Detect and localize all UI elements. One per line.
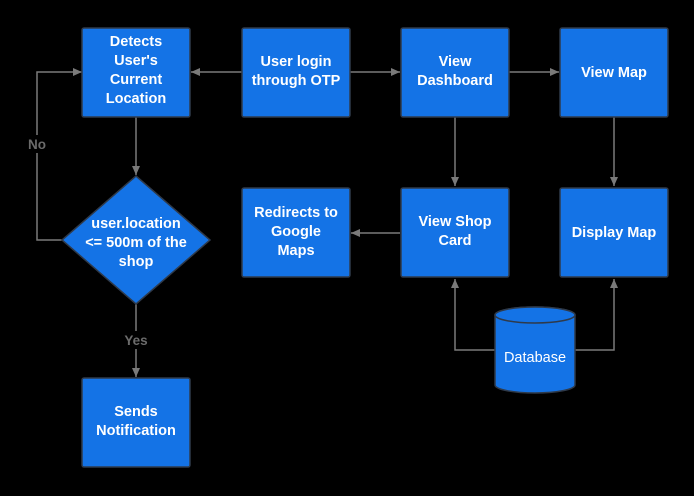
edge-label-no: No: [28, 137, 46, 152]
node-redirects-maps-line-2: Google: [271, 224, 321, 240]
node-display-map-line-1: Display Map: [572, 225, 657, 241]
node-user-login-line-1: User login: [261, 54, 332, 70]
edge-decision-no-loop: [36, 68, 82, 241]
node-view-dashboard: View Dashboard: [400, 27, 510, 118]
node-user-login: User login through OTP: [241, 27, 351, 118]
node-redirects-maps-line-1: Redirects to: [254, 205, 338, 221]
node-location-check-line-2: <= 500m of the: [85, 235, 187, 251]
node-database-line-1: Database: [504, 350, 566, 366]
database-top-ellipse: [494, 306, 576, 324]
edge-database-to-displaymap: [575, 279, 618, 351]
node-view-dashboard-line-1: View: [439, 54, 473, 70]
node-location-check-line-1: user.location: [91, 216, 180, 232]
node-view-shop-card: View Shop Card: [400, 187, 510, 278]
node-display-map: Display Map: [559, 187, 669, 278]
edge-database-to-shopcard: [451, 279, 495, 351]
node-detects-location-line-1: Detects: [110, 34, 162, 50]
node-location-check-line-3: shop: [119, 254, 154, 270]
node-view-shop-card-line-1: View Shop: [418, 214, 491, 230]
node-detects-location: Detects User's Current Location: [81, 27, 191, 118]
edge-label-yes: Yes: [124, 333, 147, 348]
node-location-check: user.location <= 500m of the shop: [60, 175, 212, 305]
node-detects-location-line-2: User's: [114, 53, 158, 69]
node-user-login-line-2: through OTP: [252, 73, 341, 89]
node-sends-notification: Sends Notification: [81, 377, 191, 468]
node-detects-location-line-4: Location: [106, 91, 166, 107]
node-view-dashboard-line-2: Dashboard: [417, 73, 493, 89]
node-redirects-maps-line-3: Maps: [277, 243, 314, 259]
node-view-shop-card-line-2: Card: [438, 233, 471, 249]
node-sends-notification-line-1: Sends: [114, 404, 158, 420]
node-sends-notification-line-2: Notification: [96, 423, 176, 439]
edge-labels: No Yes: [24, 135, 152, 349]
node-database: Database: [494, 306, 576, 394]
node-detects-location-line-3: Current: [110, 72, 163, 88]
node-view-map: View Map: [559, 27, 669, 118]
node-redirects-maps: Redirects to Google Maps: [241, 187, 351, 278]
node-view-map-line-1: View Map: [581, 65, 647, 81]
